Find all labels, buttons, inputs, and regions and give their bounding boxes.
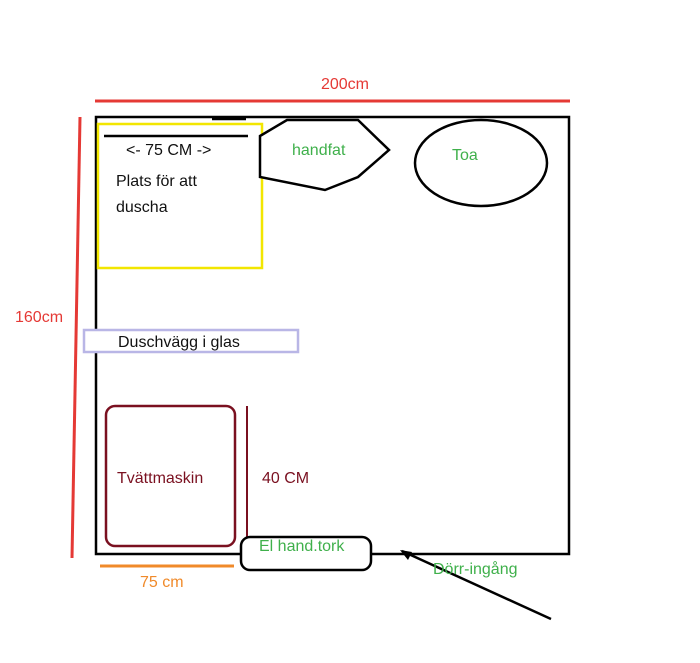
height-dimension-line xyxy=(70,116,82,559)
sink-label: handfat xyxy=(292,142,346,159)
towel-warmer-shape xyxy=(239,535,373,572)
door-arrow-line xyxy=(401,549,552,621)
shower-label-line2: duscha xyxy=(116,199,168,216)
shower-width-label: <- 75 CM -> xyxy=(126,142,211,159)
sink-shape xyxy=(258,118,391,192)
shower-area xyxy=(96,122,264,270)
toilet-shape xyxy=(413,118,549,208)
washer-depth-label: 40 CM xyxy=(262,470,309,487)
glass-wall-label: Duschvägg i glas xyxy=(118,334,240,351)
washer-shape xyxy=(104,404,237,548)
washer-label: Tvättmaskin xyxy=(117,470,203,487)
shower-label-line1: Plats för att xyxy=(116,173,197,190)
glass-wall xyxy=(82,328,300,354)
door-label: Dörr-ingång xyxy=(433,560,517,578)
height-label: 160cm xyxy=(15,309,63,326)
width-label: 200cm xyxy=(321,76,369,93)
door-arrow-head xyxy=(400,550,412,560)
washer-width-label: 75 cm xyxy=(140,574,184,591)
toilet-label: Toa xyxy=(452,147,478,164)
towel-warmer-label: El hand.tork xyxy=(259,538,345,555)
